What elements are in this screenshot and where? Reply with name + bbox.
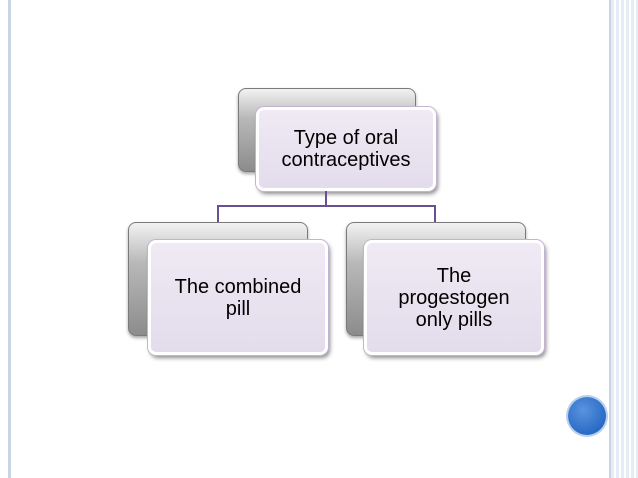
right-child-label-line2: progestogen bbox=[398, 286, 510, 309]
left-child-label-line1: The combined bbox=[174, 275, 302, 298]
right-child-label: The progestogen only pills bbox=[398, 265, 509, 331]
right-child-label-line3: only pills bbox=[415, 308, 493, 331]
root-node-label: Type of oral contraceptives bbox=[282, 127, 411, 171]
connector-left-drop bbox=[217, 205, 219, 222]
root-node-label-line1: Type of oral bbox=[293, 127, 399, 149]
connector-horizontal bbox=[217, 205, 436, 207]
slide-left-border bbox=[8, 0, 11, 478]
root-node[interactable]: Type of oral contraceptives bbox=[256, 107, 436, 191]
right-child-node[interactable]: The progestogen only pills bbox=[364, 240, 544, 355]
connector-right-drop bbox=[434, 205, 436, 222]
root-node-label-line2: contraceptives bbox=[281, 149, 411, 171]
slide-accent-circle bbox=[568, 397, 606, 435]
left-child-node[interactable]: The combined pill bbox=[148, 240, 328, 355]
left-child-label: The combined pill bbox=[175, 276, 302, 320]
right-child-label-line1: The bbox=[436, 264, 472, 287]
connector-root-down bbox=[325, 191, 327, 206]
slide-right-border bbox=[609, 0, 638, 478]
left-child-label-line2: pill bbox=[225, 297, 251, 320]
